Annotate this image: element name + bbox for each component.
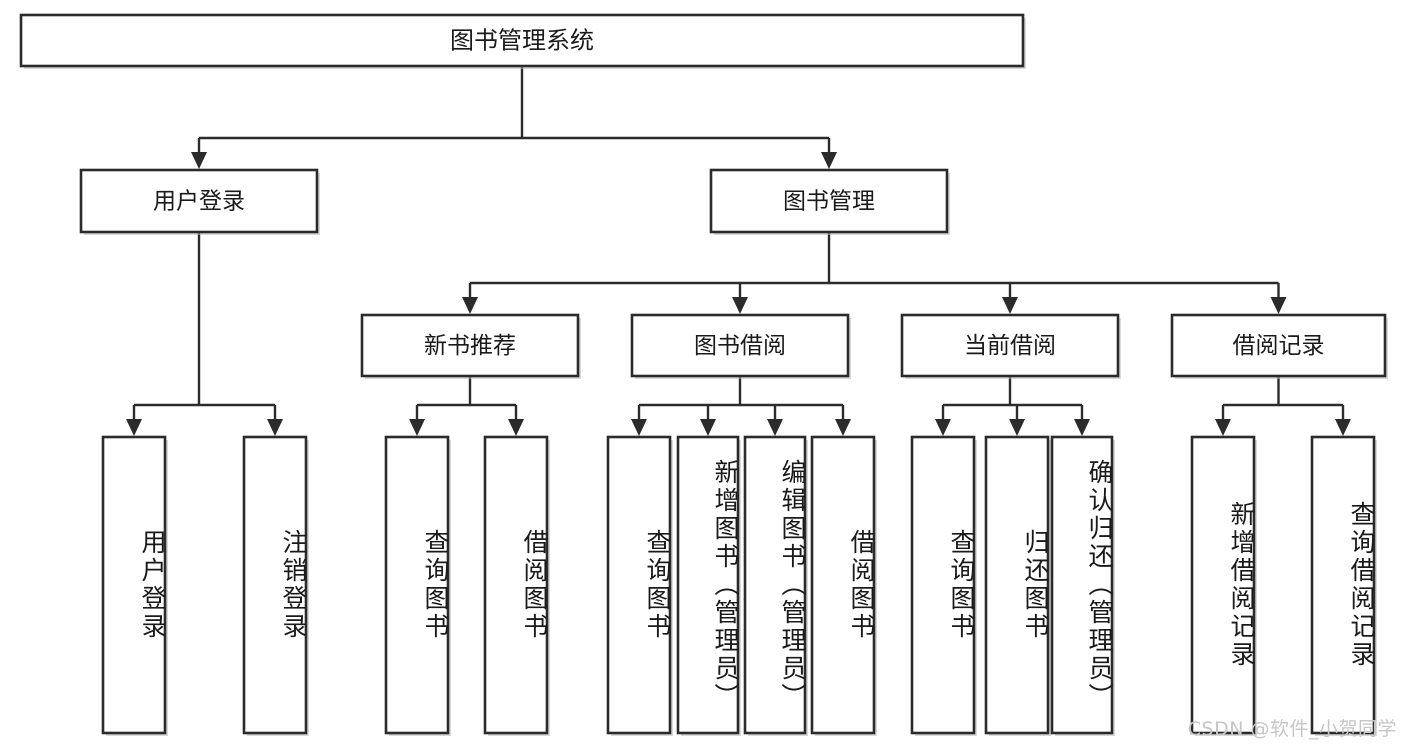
conn-root-to-level2-arrow-0: [191, 152, 207, 169]
conn-userlogin-to-leaves-arrow-0: [126, 419, 142, 436]
conn-current-to-leaves-arrow-0: [935, 419, 951, 436]
conn-recommend-to-leaves-arrow-1: [508, 419, 524, 436]
node-leaf-query-book-borrow[interactable]: [606, 435, 672, 735]
label-new-book-recommend: 新书推荐: [424, 333, 516, 359]
label-root: 图书管理系统: [450, 27, 594, 55]
conn-record-to-leaves-arrow-0: [1215, 419, 1231, 436]
node-leaf-query-borrow-record[interactable]: [1310, 435, 1376, 735]
connector-layer: [126, 66, 1351, 436]
conn-borrow-to-leaves-arrow-1: [700, 419, 716, 436]
label-book-management: 图书管理: [783, 189, 875, 215]
node-root[interactable]: [19, 13, 1025, 68]
node-leaf-query-book-current[interactable]: [910, 435, 976, 735]
node-book-management[interactable]: [709, 168, 949, 234]
csdn-watermark: CSDN @软件_小贺同学: [1187, 718, 1397, 740]
conn-root-to-level2-arrow-1: [821, 152, 837, 169]
node-leaf-confirm-return-admin[interactable]: [1050, 435, 1114, 735]
node-box-layer: [19, 13, 1388, 736]
label-book-borrow: 图书借阅: [694, 333, 786, 359]
label-current-borrow: 当前借阅: [964, 333, 1056, 359]
conn-current-to-leaves-arrow-2: [1074, 419, 1090, 436]
conn-current-to-leaves-arrow-1: [1009, 419, 1025, 436]
conn-bookmgmt-to-level3-arrow-0: [462, 297, 478, 314]
node-leaf-borrow-book-recommend[interactable]: [483, 435, 549, 735]
node-leaf-user-login[interactable]: [101, 435, 167, 735]
conn-recommend-to-leaves-arrow-0: [409, 419, 425, 436]
conn-record-to-leaves-arrow-1: [1335, 419, 1351, 436]
node-leaf-logout-login[interactable]: [242, 435, 308, 735]
node-new-book-recommend[interactable]: [360, 313, 580, 378]
conn-bookmgmt-to-level3-arrow-3: [1270, 297, 1287, 314]
node-leaf-add-book-admin[interactable]: [676, 435, 740, 735]
node-user-login[interactable]: [79, 168, 319, 234]
node-current-borrow[interactable]: [900, 313, 1120, 378]
conn-bookmgmt-to-level3-arrow-1: [732, 297, 748, 314]
conn-borrow-to-leaves-arrow-0: [631, 419, 647, 436]
label-user-login: 用户登录: [153, 189, 245, 215]
node-leaf-query-book-recommend[interactable]: [384, 435, 450, 735]
node-leaf-return-book[interactable]: [984, 435, 1050, 735]
conn-userlogin-to-leaves-arrow-1: [267, 419, 283, 436]
node-book-borrow[interactable]: [630, 313, 850, 378]
label-borrow-record: 借阅记录: [1233, 333, 1325, 359]
conn-borrow-to-leaves-arrow-2: [767, 419, 783, 436]
conn-borrow-to-leaves-arrow-3: [835, 419, 851, 436]
node-leaf-edit-book-admin[interactable]: [743, 435, 807, 735]
node-borrow-record[interactable]: [1170, 313, 1387, 378]
node-leaf-add-borrow-record[interactable]: [1190, 435, 1256, 735]
conn-bookmgmt-to-level3-arrow-2: [1002, 297, 1018, 314]
node-leaf-borrow-book[interactable]: [810, 435, 876, 735]
